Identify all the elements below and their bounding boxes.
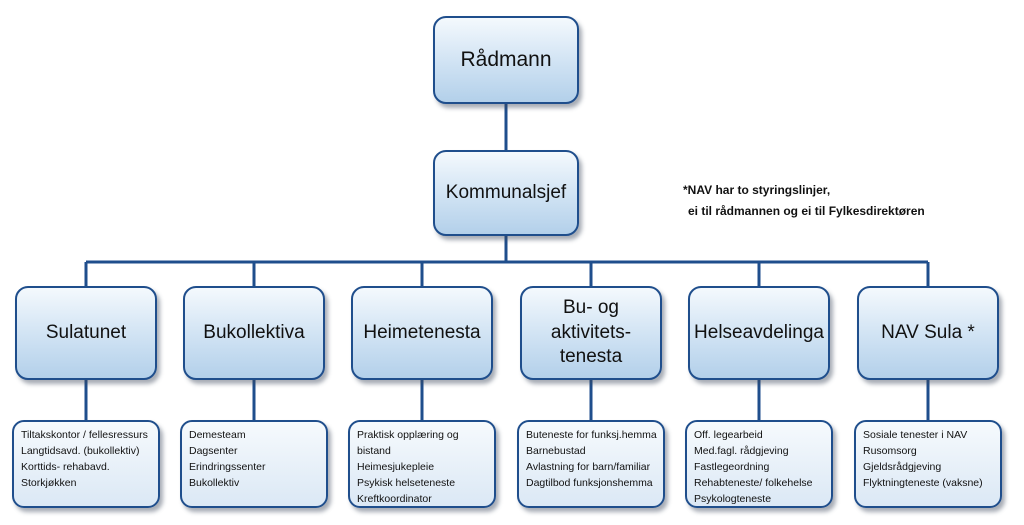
node-bukollektiva-label: Bukollektiva	[203, 321, 305, 343]
node-kommunalsjef: Kommunalsjef	[433, 150, 579, 236]
list-item: Flyktningteneste (vaksne)	[863, 477, 983, 489]
list-item: Praktisk opplæring og	[357, 429, 459, 441]
list-item: bistand	[357, 445, 391, 457]
details-heimetenesta: Praktisk opplæring og bistand Heimesjuke…	[348, 420, 496, 508]
node-heimetenesta: Heimetenesta	[351, 286, 493, 380]
details-helseavdelinga: Off. legearbeid Med.fagl. rådgjeving Fas…	[685, 420, 833, 508]
list-item: Rusomsorg	[863, 445, 917, 457]
list-item: Rehabteneste/ folkehelse	[694, 477, 813, 489]
list-item: Langtidsavd. (bukollektiv)	[21, 445, 140, 457]
node-bu-og-aktivitetstenesta-line-1: Bu- og	[563, 296, 619, 318]
node-sulatunet: Sulatunet	[15, 286, 157, 380]
node-nav-sula-label: NAV Sula *	[881, 321, 975, 343]
list-item: Bukollektiv	[189, 477, 240, 489]
nav-footnote-line-1: *NAV har to styringslinjer,	[683, 183, 831, 197]
node-bukollektiva: Bukollektiva	[183, 286, 325, 380]
details-bukollektiva: Demesteam Dagsenter Erindringssenter Buk…	[180, 420, 328, 508]
nav-footnote-line-2: ei til rådmannen og ei til Fylkesdirektø…	[688, 204, 925, 218]
list-item: Tiltakskontor / fellesressurs	[21, 429, 148, 441]
node-helseavdelinga: Helseavdelinga	[688, 286, 830, 380]
node-bu-og-aktivitetstenesta-line-3: tenesta	[559, 346, 623, 368]
details-bu-og-aktivitetstenesta: Buteneste for funksj.hemma Barnebustad A…	[517, 420, 665, 508]
node-helseavdelinga-label: Helseavdelinga	[694, 321, 824, 343]
nav-footnote: *NAV har to styringslinjer, ei til rådma…	[683, 180, 925, 222]
list-item: Gjeldsrådgjeving	[863, 461, 942, 473]
list-item: Barnebustad	[526, 445, 586, 457]
list-item: Psykologteneste	[694, 493, 772, 505]
list-item: Dagsenter	[189, 445, 238, 457]
list-item: Korttids- rehabavd.	[21, 461, 110, 473]
node-bu-og-aktivitetstenesta: Bu- og aktivitets- tenesta	[520, 286, 662, 380]
node-nav-sula: NAV Sula *	[857, 286, 999, 380]
list-item: Demesteam	[189, 429, 246, 441]
list-item: Psykisk helseteneste	[357, 477, 456, 489]
list-item: Avlastning for barn/familiar	[526, 461, 651, 473]
details-nav-sula: Sosiale tenester i NAV Rusomsorg Gjeldsr…	[854, 420, 1002, 508]
list-item: Off. legearbeid	[694, 429, 763, 441]
list-item: Storkjøkken	[21, 477, 77, 489]
list-item: Dagtilbod funksjonshemma	[526, 477, 653, 489]
list-item: Fastlegeordning	[694, 461, 770, 473]
node-heimetenesta-label: Heimetenesta	[363, 321, 481, 343]
list-item: Erindringssenter	[189, 461, 266, 473]
node-radmann-label: Rådmann	[460, 48, 552, 72]
list-item: Sosiale tenester i NAV	[863, 429, 968, 441]
list-item: Buteneste for funksj.hemma	[526, 429, 657, 441]
details-sulatunet: Tiltakskontor / fellesressurs Langtidsav…	[12, 420, 160, 508]
node-kommunalsjef-label: Kommunalsjef	[445, 181, 567, 203]
node-sulatunet-label: Sulatunet	[45, 321, 127, 343]
list-item: Med.fagl. rådgjeving	[694, 445, 789, 457]
node-bu-og-aktivitetstenesta-line-2: aktivitets-	[550, 321, 632, 343]
list-item: Heimesjukepleie	[357, 461, 435, 473]
node-radmann: Rådmann	[433, 16, 579, 104]
list-item: Kreftkoordinator	[357, 493, 432, 505]
